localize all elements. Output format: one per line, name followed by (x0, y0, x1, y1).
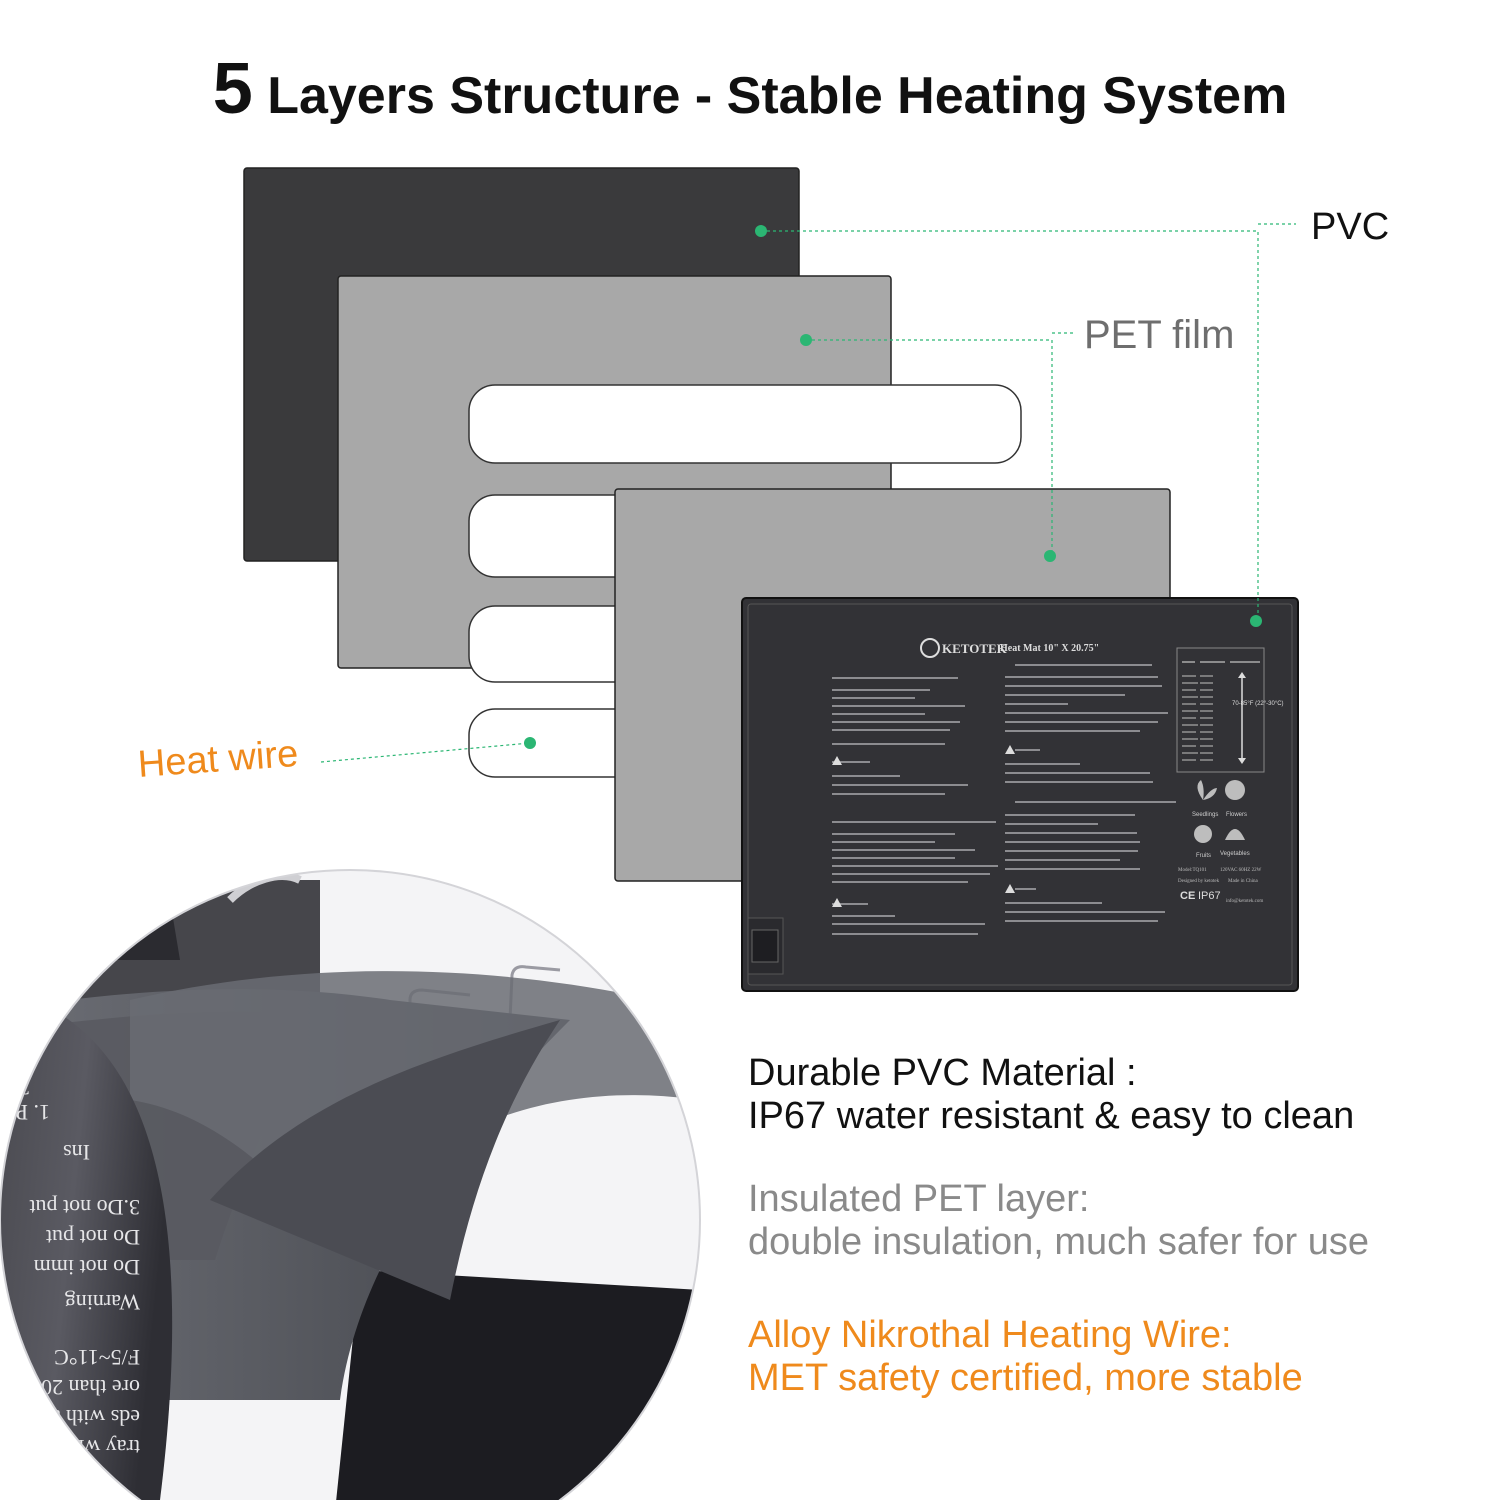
title-text: Layers Structure - Stable Heating System (267, 67, 1288, 125)
plant-icons (1194, 780, 1245, 843)
feature-pvc-body: IP67 water resistant & easy to clean (748, 1095, 1355, 1137)
mat-email: info@ketotek.com (1226, 899, 1263, 904)
feature-pet-body: double insulation, much safer for use (748, 1221, 1370, 1263)
mat-model: Model:TQ101 (1178, 868, 1207, 873)
zoom-text-7: Do not put (46, 1225, 140, 1250)
zoom-text-3: ore than 20 (41, 1375, 140, 1400)
mat-category-vegetables: Vegetables (1220, 851, 1250, 857)
zoom-text-10: 1. Pl (10, 1100, 50, 1125)
mat-category-seedlings: Seedlings (1192, 812, 1218, 818)
feature-wire-heading: Alloy Nikrothal Heating Wire: (748, 1314, 1232, 1356)
mat-brand: KETOTEK (942, 641, 1008, 656)
label-pvc: PVC (1311, 206, 1390, 248)
leader-lines (320, 223, 1296, 763)
zoom-text-9: Ins (63, 1140, 90, 1165)
zoom-circle-illustration: tray with a eds with a hu ore than 20 F/… (0, 870, 700, 1500)
zoom-circle-border (0, 869, 701, 1500)
zoom-text-6: Do not imm (34, 1255, 140, 1280)
mat-ce-mark: CE (1180, 890, 1195, 902)
temp-chart-table: 70-85°F (22°-30°C) (1176, 647, 1284, 773)
flowers-icon (1225, 780, 1245, 800)
mat-ip-rating: IP67 (1198, 890, 1221, 902)
seedlings-icon (1197, 780, 1217, 800)
fruits-icon (1194, 825, 1212, 843)
pvc-bottom-mat: KETOTEK Heat Mat 10" X 20.75" (741, 597, 1299, 992)
mat-made: Made in China (1228, 879, 1258, 884)
feature-pet: Insulated PET layer: double insulation, … (748, 1178, 1369, 1264)
zoom-text-5: Warning (65, 1290, 140, 1315)
mat-category-fruits: Fruits (1196, 853, 1211, 859)
feature-wire: Alloy Nikrothal Heating Wire: MET safety… (748, 1314, 1303, 1400)
leader-dots (524, 225, 1262, 749)
warning-icons (832, 745, 1015, 907)
zoom-text-12: 3. (4, 1050, 21, 1075)
zoom-text-4: F/5~11°C (54, 1345, 140, 1370)
zoom-text-2: eds with a hu (23, 1405, 140, 1430)
title-number: 5 (212, 49, 253, 129)
feature-pvc-heading: Durable PVC Material : (748, 1052, 1137, 1094)
zoom-text-8: 3.Do not put (29, 1195, 140, 1220)
feature-wire-body: MET safety certified, more stable (748, 1357, 1303, 1399)
mat-voltage: 120VAC 60HZ 22W (1220, 868, 1262, 873)
page-title: 5 Layers Structure - Stable Heating Syst… (0, 48, 1500, 130)
ketotek-logo-icon (920, 638, 940, 658)
vegetables-icon (1225, 829, 1245, 840)
label-pet-film: PET film (1084, 313, 1235, 357)
mat-temp-range: 70-85°F (22°-30°C) (1232, 701, 1284, 707)
mat-category-flowers: Flowers (1226, 812, 1247, 818)
mat-product: Heat Mat 10" X 20.75" (1000, 643, 1099, 654)
mat-designed: Designed by ketotek (1178, 879, 1220, 884)
mat-instructions-middle (1005, 664, 1176, 922)
feature-pvc: Durable PVC Material : IP67 water resist… (748, 1052, 1354, 1138)
feature-pet-heading: Insulated PET layer: (748, 1178, 1090, 1220)
mat-instructions-left (832, 677, 998, 935)
